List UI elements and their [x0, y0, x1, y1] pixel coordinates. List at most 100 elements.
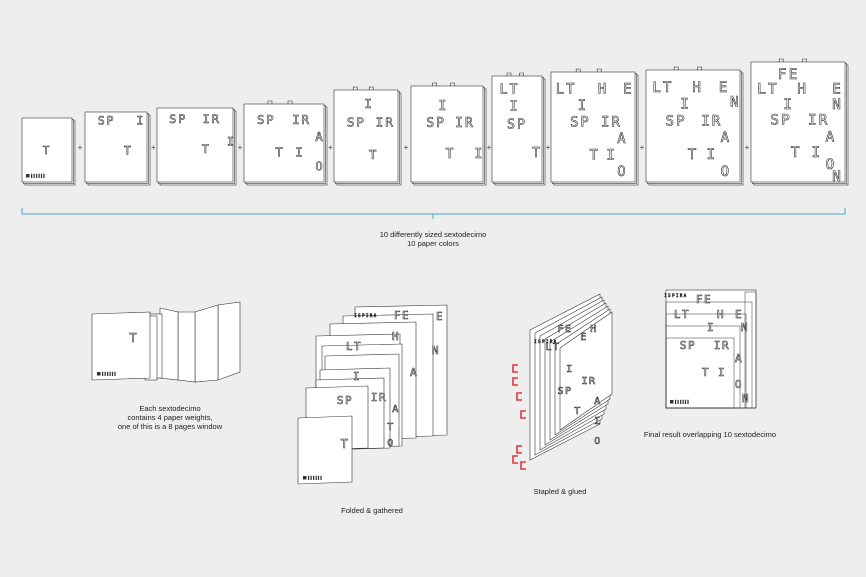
stapled-letters: SP — [557, 386, 572, 397]
stapled-letters: A — [594, 396, 602, 407]
final-letters: I — [707, 321, 715, 334]
booklet-9-letters: IR — [701, 113, 722, 129]
booklet-5-letters: SP — [347, 115, 366, 130]
booklet-8-letters: IR — [601, 114, 622, 130]
booklet-9-sheet-front — [645, 69, 741, 183]
gathered-letters: O — [387, 438, 395, 449]
booklet-9-letters: E — [719, 80, 730, 96]
booklet-7-letters: I — [509, 99, 519, 114]
booklet-4-letters: T — [275, 146, 284, 160]
gathered-letters: A — [392, 404, 400, 415]
booklet-8-letters: O — [617, 164, 627, 180]
plus-sign: + — [487, 143, 492, 152]
booklet-6-tabs — [432, 82, 455, 86]
plus-sign: + — [238, 143, 243, 152]
booklet-10-letters: N — [832, 168, 843, 185]
gathered-letters: IR — [371, 391, 387, 404]
gathered-letters: E — [436, 310, 444, 323]
gathered-letters: I — [353, 370, 361, 383]
gathered-booklet-10-page — [297, 415, 353, 485]
row1-caption: 10 differently sized sextodecimo 10 pape… — [333, 230, 533, 248]
step4-caption: Final result overlapping 10 sextodecimo — [630, 430, 790, 439]
final-letters: SP — [680, 339, 696, 352]
plus-sign: + — [546, 143, 551, 152]
gathered-booklet-10 — [297, 415, 353, 485]
booklet-9-letters: H — [692, 80, 703, 96]
booklet-9-letters: LT — [652, 80, 673, 96]
row1-caption-line1: 10 differently sized sextodecimo — [379, 230, 487, 239]
final-letters: N — [742, 392, 750, 405]
booklet-9-letters: SP — [666, 113, 687, 129]
booklet-10-letters: E — [832, 81, 843, 98]
booklet-2-letters: SP — [98, 113, 116, 127]
booklet-9-letters: T — [688, 147, 699, 163]
row1-caption-line2: 10 paper colors — [407, 239, 459, 248]
step4-caption-text: Final result overlapping 10 sextodecimo — [643, 430, 777, 439]
booklet-5-letters: IR — [376, 115, 395, 130]
gathered-letters: T — [387, 422, 395, 433]
step1-cover — [91, 311, 151, 381]
booklet-10-letters: LT — [757, 81, 779, 98]
booklet-10-sheet-front — [750, 61, 846, 183]
booklet-9-tabs — [673, 66, 702, 70]
booklet-3-sheet-front — [156, 107, 234, 183]
stapled-sheet-7 — [559, 311, 613, 431]
final-side-strip — [744, 291, 757, 409]
final-letters: LT — [674, 308, 690, 321]
step2-logo-text: ▌▌▌▌▌▌ — [308, 475, 323, 481]
foldout-page-4 — [217, 301, 241, 381]
booklet-1-logo-text: ▌▌▌▌▌▌ — [31, 173, 46, 179]
booklet-3-letters: IR — [203, 112, 221, 126]
booklet-1-letters: T — [43, 144, 52, 157]
stapled-letters: I — [566, 364, 574, 375]
booklet-6-letters: I — [474, 147, 484, 162]
final-letters: A — [735, 352, 743, 365]
stapled-letters: IR — [581, 376, 596, 387]
stapled-letters: H — [590, 324, 598, 335]
gathered-letters: N — [432, 344, 440, 357]
booklet-10-letters: H — [797, 81, 808, 98]
booklet-5-letters: T — [369, 147, 379, 162]
booklet-4-letters: IR — [292, 113, 311, 127]
booklet-8-letters: T — [590, 147, 600, 163]
step4-logo-text: ▌▌▌▌▌▌ — [675, 399, 690, 405]
foldout-page-1 — [159, 307, 179, 381]
booklet-7-tabs — [506, 72, 524, 76]
booklet-9-letters: I — [707, 147, 718, 163]
booklet-8-letters: I — [606, 147, 616, 163]
booklet-5-sheet-front — [333, 89, 399, 183]
booklet-8-letters: SP — [570, 114, 591, 130]
final-letters: O — [735, 378, 743, 391]
plus-sign: + — [404, 143, 409, 152]
booklet-10-letters: IR — [808, 112, 830, 129]
booklet-10-tabs — [778, 58, 807, 62]
stapled-letters: LT — [545, 342, 560, 353]
glue-mark-6 — [512, 455, 518, 464]
booklet-10-letters: I — [811, 144, 822, 161]
plus-sign: + — [745, 143, 750, 152]
gathered-letters: H — [392, 330, 400, 343]
booklet-8-letters: LT — [556, 81, 577, 97]
booklet-10-letters: SP — [770, 112, 792, 129]
gathered-letters: T — [341, 437, 350, 451]
booklet-10-letters: T — [791, 144, 802, 161]
booklet-1-sheet-front — [21, 117, 73, 183]
booklet-6-sheet-front — [410, 85, 484, 183]
step1-caption-line3: one of this is a 8 pages window — [117, 422, 223, 431]
glue-mark-1 — [512, 364, 518, 373]
foldout-page-2 — [177, 311, 196, 383]
booklet-7-sheet-front — [491, 75, 543, 183]
gathered-letters: A — [410, 366, 418, 379]
booklet-5-tabs — [352, 86, 374, 90]
stapled-letters: ISPIRA — [534, 339, 557, 344]
step2-caption-text: Folded & gathered — [341, 506, 403, 515]
booklet-8-letters: E — [623, 81, 633, 97]
final-outer-page — [665, 289, 757, 409]
booklet-6-letters: I — [438, 99, 448, 114]
